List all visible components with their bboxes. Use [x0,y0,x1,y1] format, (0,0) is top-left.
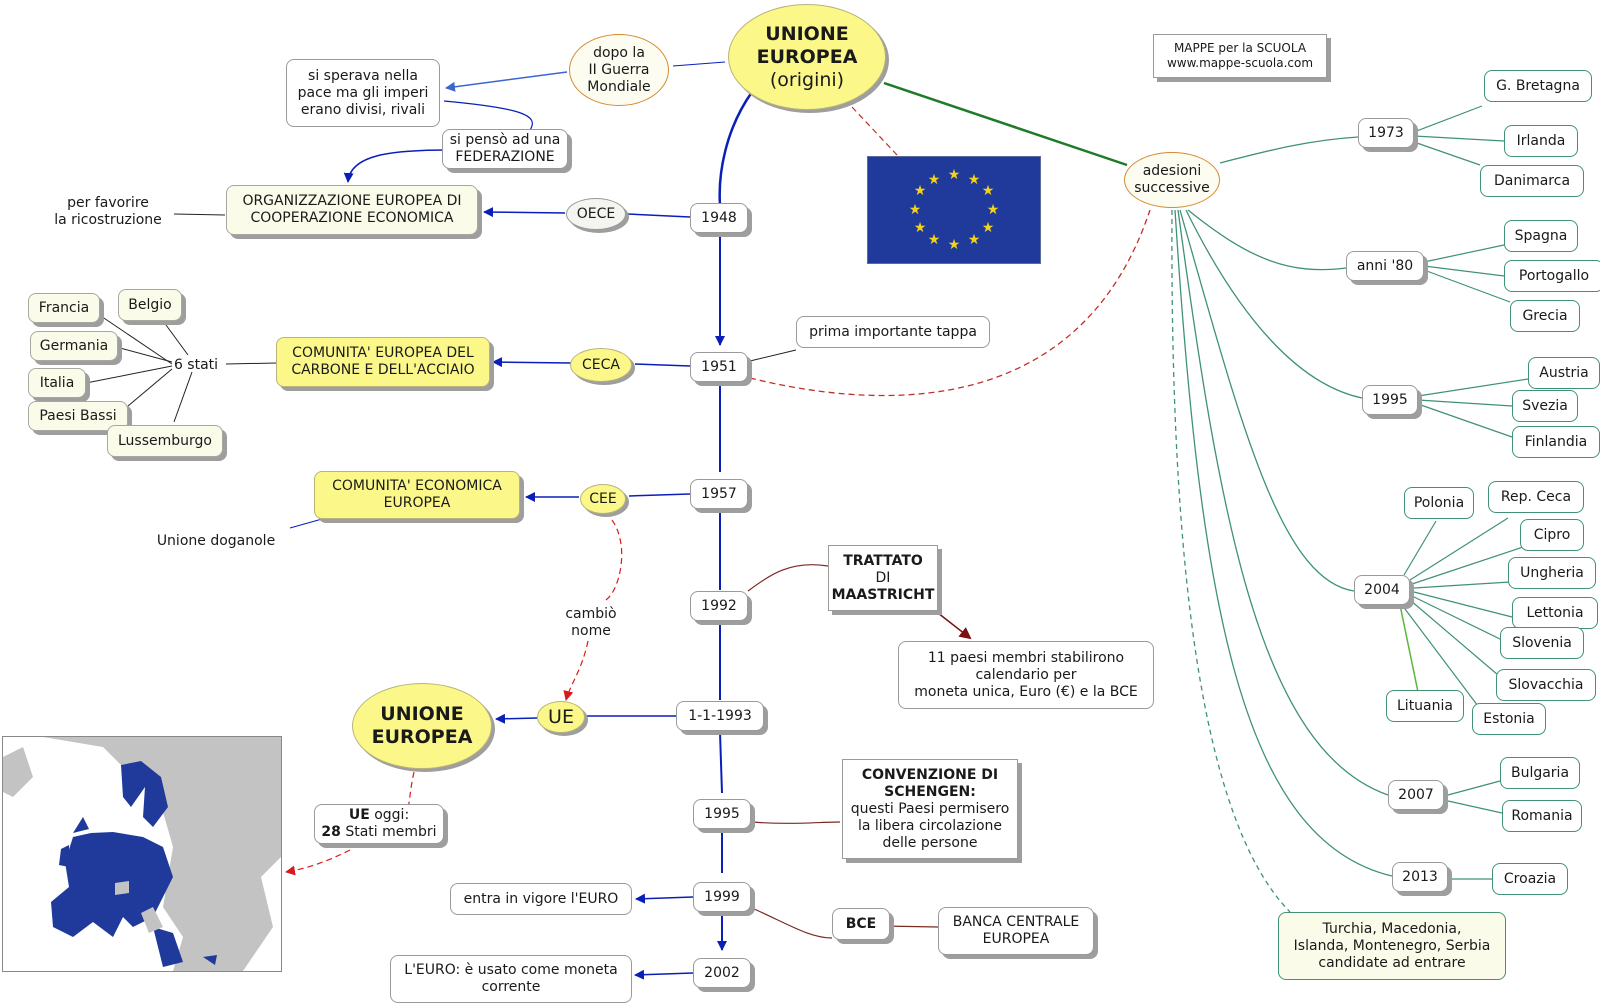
moneta-unica-node[interactable]: 11 paesi membri stabilirono calendario p… [898,641,1154,709]
adesione-1973[interactable]: 1973 [1358,118,1414,148]
svg-text:★: ★ [948,167,961,183]
paese-grecia[interactable]: Grecia [1510,300,1580,332]
credit-line-1: MAPPE per la SCUOLA [1173,41,1307,55]
year-1951[interactable]: 1951 [690,352,748,382]
prima-tappa-node[interactable]: prima importante tappa [796,316,990,348]
credit-box: MAPPE per la SCUOLA www.mappe-scuola.com [1153,34,1327,78]
stato-francia[interactable]: Francia [28,293,100,323]
dopo-guerra-node[interactable]: dopo la II Guerra Mondiale [569,34,669,106]
ue-oggi-text-1: oggi: [369,807,410,823]
paese-romania[interactable]: Romania [1502,800,1582,832]
bce-node[interactable]: BCE [832,908,890,940]
title-line-2: EUROPEA [756,45,858,68]
paese-slovenia[interactable]: Slovenia [1500,627,1584,659]
svg-text:★: ★ [982,183,995,199]
stato-lussemburgo[interactable]: Lussemburgo [107,425,223,457]
europe-map-graphic [3,737,281,971]
unione-doganale-label: Unione doganole [156,532,276,549]
ue-oggi-bold-2: 28 [321,824,341,840]
year-1957[interactable]: 1957 [690,479,748,509]
maastricht-line-1: TRATTATO [843,552,923,569]
maastricht-line-2: DI [875,569,891,586]
svg-text:★: ★ [914,183,927,199]
svg-text:★: ★ [982,220,995,236]
paese-cipro[interactable]: Cipro [1520,519,1584,551]
adesioni-node[interactable]: adesioni successive [1124,152,1220,208]
maastricht-node[interactable]: TRATTATO DI MAASTRICHT [828,545,938,611]
adesione-2013[interactable]: 2013 [1392,862,1448,892]
paese-svezia[interactable]: Svezia [1512,390,1578,422]
cee-node[interactable]: CEE [580,484,626,514]
paese-croazia[interactable]: Croazia [1492,863,1568,895]
svg-text:★: ★ [968,232,981,248]
paese-austria[interactable]: Austria [1528,357,1600,389]
federazione-node[interactable]: si pensò ad una FEDERAZIONE [442,129,568,169]
ue-oggi-bold-1: UE [348,807,370,823]
paese-bulgaria[interactable]: Bulgaria [1500,757,1580,789]
year-2002[interactable]: 2002 [693,958,751,988]
adesione-2004[interactable]: 2004 [1354,575,1410,605]
title-line-1: UNIONE [765,22,849,45]
eu-flag-stars: ★★★ ★★★ ★★★ ★★★ [909,167,1000,253]
paese-spagna[interactable]: Spagna [1504,220,1578,252]
year-1-1-1993[interactable]: 1-1-1993 [676,701,764,731]
europe-map-icon [2,736,282,972]
adesione-anni-80[interactable]: anni '80 [1346,251,1424,281]
svg-text:★: ★ [928,232,941,248]
euro-vigore-node[interactable]: entra in vigore l'EURO [450,883,632,915]
stato-italia[interactable]: Italia [28,368,86,398]
ue-oggi-text-2: Stati membri [340,824,437,840]
oece-full-node[interactable]: ORGANIZZAZIONE EUROPEA DI COOPERAZIONE E… [226,185,478,235]
paese-polonia[interactable]: Polonia [1404,487,1474,519]
paese-slovacchia[interactable]: Slovacchia [1496,669,1596,701]
adesione-1995[interactable]: 1995 [1362,385,1418,415]
paese-danimarca[interactable]: Danimarca [1480,165,1584,197]
bce-full-node[interactable]: BANCA CENTRALE EUROPEA [938,907,1094,955]
year-1948[interactable]: 1948 [690,203,748,233]
svg-text:★: ★ [987,202,1000,218]
paese-lettonia[interactable]: Lettonia [1512,597,1598,629]
credit-line-2: www.mappe-scuola.com [1166,56,1314,70]
paese-g-bretagna[interactable]: G. Bretagna [1484,70,1592,102]
oece-node[interactable]: OECE [566,198,626,230]
ceca-node[interactable]: CECA [570,348,632,382]
sei-stati-label: 6 stati [173,356,219,373]
paese-portogallo[interactable]: Portogallo [1504,260,1600,292]
stato-belgio[interactable]: Belgio [118,289,182,321]
paese-ungheria[interactable]: Ungheria [1508,557,1596,589]
title-node[interactable]: UNIONE EUROPEA (origini) [728,4,886,110]
paese-rep-ceca[interactable]: Rep. Ceca [1488,481,1584,513]
schengen-node[interactable]: CONVENZIONE DI SCHENGEN: questi Paesi pe… [842,759,1018,859]
unione-europea-node[interactable]: UNIONE EUROPEA [352,683,492,769]
schengen-title: CONVENZIONE DI SCHENGEN: [861,766,999,800]
svg-text:★: ★ [968,172,981,188]
euro-usato-node[interactable]: L'EURO: è usato come moneta corrente [390,955,632,1003]
cambio-nome-label: cambiò nome [565,606,617,639]
candidati-node[interactable]: Turchia, Macedonia, Islanda, Montenegro,… [1278,912,1506,980]
paese-lituania[interactable]: Lituania [1386,690,1464,722]
ue-node[interactable]: UE [537,701,585,733]
eu-flag-icon: ★★★ ★★★ ★★★ ★★★ [867,156,1041,264]
stato-germania[interactable]: Germania [30,331,118,361]
adesione-2007[interactable]: 2007 [1388,780,1444,810]
paese-finlandia[interactable]: Finlandia [1512,426,1600,458]
svg-text:★: ★ [948,237,961,253]
cee-full-node[interactable]: COMUNITA' ECONOMICA EUROPEA [314,471,520,519]
pace-node[interactable]: si sperava nella pace ma gli imperi eran… [286,59,440,127]
paese-estonia[interactable]: Estonia [1472,703,1546,735]
year-1999[interactable]: 1999 [693,882,751,912]
year-1995[interactable]: 1995 [693,799,751,829]
title-line-3: (origini) [769,68,845,91]
svg-text:★: ★ [909,202,922,218]
ricostruzione-label: per favorire la ricostruzione [54,195,162,228]
svg-text:★: ★ [928,172,941,188]
ue-oggi-node[interactable]: UE oggi: 28 Stati membri [314,804,444,844]
year-1992[interactable]: 1992 [690,591,748,621]
ceca-full-node[interactable]: COMUNITA' EUROPEA DEL CARBONE E DELL'ACC… [276,337,490,387]
schengen-text: questi Paesi permisero la libera circola… [850,800,1010,851]
paese-irlanda[interactable]: Irlanda [1504,125,1578,157]
maastricht-line-3: MAASTRICHT [831,586,935,603]
svg-text:★: ★ [914,220,927,236]
